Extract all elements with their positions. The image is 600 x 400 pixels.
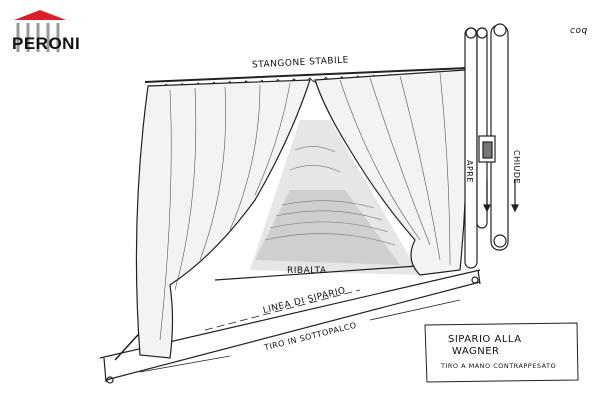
left-curtain bbox=[135, 79, 311, 359]
label-chiude: CHIUDE bbox=[512, 150, 521, 185]
logo-text: PERONI bbox=[12, 34, 81, 53]
caption-title-line2: WAGNER bbox=[452, 346, 500, 357]
auditorium-view bbox=[250, 120, 420, 275]
label-apre: APRE bbox=[465, 160, 474, 183]
logo-roof bbox=[14, 10, 66, 20]
caption-box bbox=[424, 322, 579, 383]
counterweight-rig bbox=[464, 23, 519, 269]
signature: coq bbox=[570, 26, 588, 36]
fixed-rod bbox=[144, 67, 469, 83]
caption-title-line1: SIPARIO ALLA bbox=[448, 334, 522, 345]
logo-columns bbox=[16, 23, 60, 52]
caption-subtitle: TIRO A MANO CONTRAPPESATO bbox=[441, 362, 557, 370]
label-ribalta: RIBALTA bbox=[287, 266, 327, 276]
